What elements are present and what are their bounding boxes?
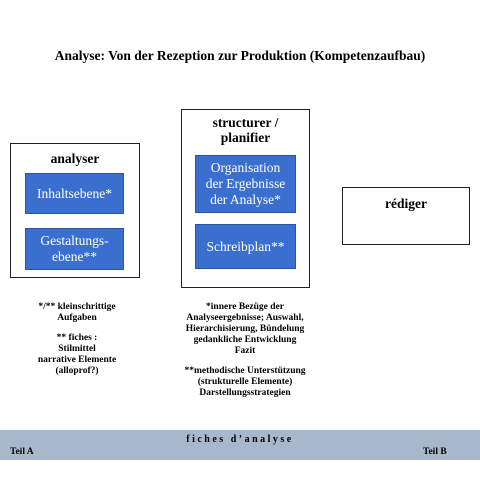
notes-left-line2: Aufgaben (57, 313, 97, 323)
notes-center-line3: Hierarchisierung, Bündelung (185, 324, 305, 334)
notes-left-line1: */** kleinschrittige (38, 302, 116, 312)
structurer-heading-line2: planifier (220, 130, 271, 145)
teil-a-label: Teil A (10, 447, 34, 457)
notes-center-line4: gedankliche Entwicklung (193, 335, 297, 345)
notes-center-line6: **methodische Unterstützung (184, 366, 306, 376)
notes-center-line2: Analyseergebnisse; Auswahl, (186, 313, 304, 323)
structurer-heading-line1: structurer / (212, 115, 279, 130)
inhaltsebene-box: Inhaltsebene* (25, 173, 124, 214)
analyser-frame: analyser Inhaltsebene* Gestaltungs- eben… (10, 143, 140, 278)
notes-left-line5: narrative Elemente (37, 355, 117, 365)
diagram-title: Analyse: Von der Rezeption zur Produktio… (54, 48, 426, 63)
fiches-bar (0, 430, 480, 460)
notes-center-line1: *innere Bezüge der (206, 302, 284, 312)
rediger-frame: rédiger (342, 187, 470, 245)
fiches-bar-label: fiches d’analyse (186, 434, 294, 445)
notes-left-line6: (alloprof?) (55, 366, 99, 376)
gestaltungsebene-box: Gestaltungs- ebene** (25, 228, 124, 270)
structurer-heading: structurer / planifier (182, 115, 309, 145)
gestaltungsebene-label-line1: Gestaltungs- (40, 233, 109, 248)
teil-b-label: Teil B (423, 447, 447, 457)
notes-center-line8: Darstellungsstrategien (199, 388, 291, 398)
organisation-label-line3: der Analyse* (210, 192, 281, 207)
organisation-label-line1: Organisation (210, 160, 281, 175)
notes-left-line3: ** fiches : (56, 333, 98, 343)
analyser-heading: analyser (50, 151, 100, 166)
notes-center-line7: (strukturelle Elemente) (197, 377, 293, 387)
notes-left-line4: Stilmittel (58, 344, 96, 354)
structurer-frame: structurer / planifier Organisation der … (181, 109, 310, 288)
notes-center-line5: Fazit (234, 346, 256, 356)
rediger-heading: rédiger (385, 196, 427, 211)
gestaltungsebene-label-line2: ebene** (52, 249, 97, 264)
notes-left: */** kleinschrittige Aufgaben ** fiches … (15, 302, 139, 377)
inhaltsebene-label: Inhaltsebene* (37, 185, 112, 201)
organisation-box: Organisation der Ergebnisse der Analyse* (195, 155, 296, 213)
schreibplan-label: Schreibplan** (206, 238, 285, 254)
schreibplan-box: Schreibplan** (195, 224, 296, 269)
organisation-label-line2: der Ergebnisse (205, 176, 286, 191)
notes-center: *innere Bezüge der Analyseergebnisse; Au… (170, 302, 320, 399)
